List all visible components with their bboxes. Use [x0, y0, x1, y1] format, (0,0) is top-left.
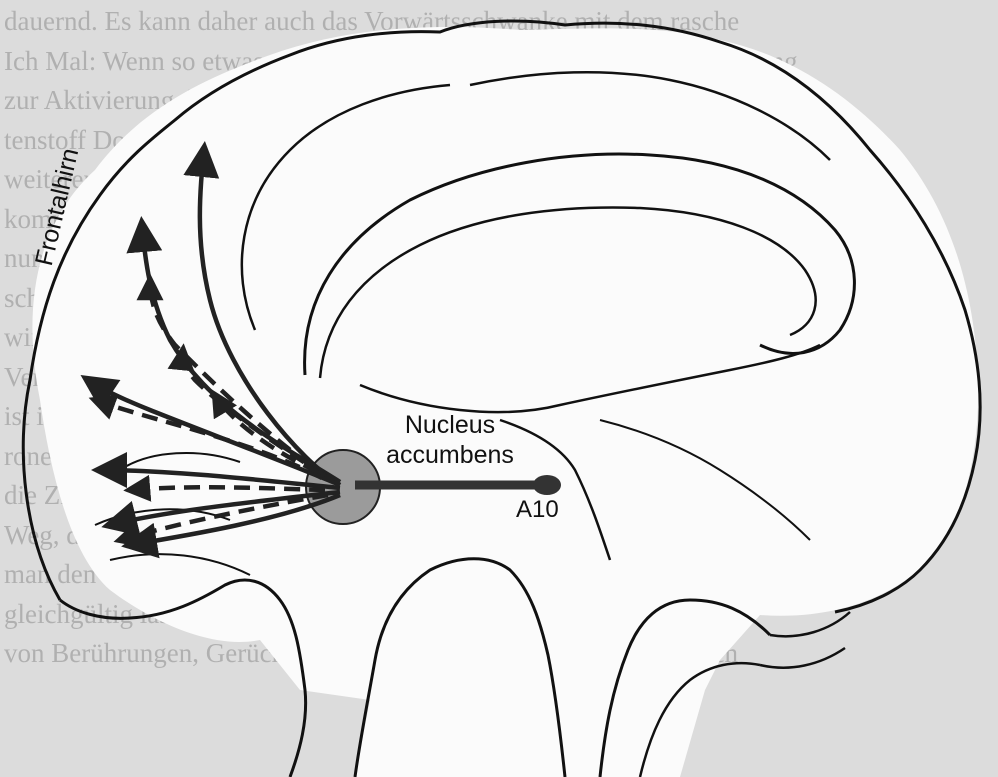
nucleus-accumbens-label: Nucleus accumbens	[360, 410, 540, 470]
nucleus-label-line1: Nucleus	[360, 410, 540, 440]
a10-label: A10	[516, 496, 559, 524]
nucleus-label-line2: accumbens	[360, 440, 540, 470]
cerebellum-outline	[760, 612, 850, 668]
brain-fill	[32, 27, 978, 777]
a10-nucleus	[533, 475, 561, 495]
